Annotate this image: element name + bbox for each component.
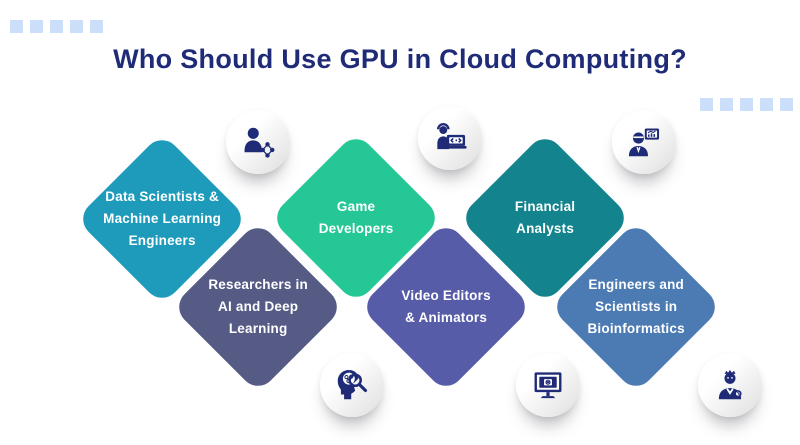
diamond-label: Video Editors & Animators: [401, 288, 491, 325]
deco-square: [780, 98, 793, 111]
deco-square: [90, 20, 103, 33]
deco-square: [70, 20, 83, 33]
diamond-label: Financial Analysts: [514, 199, 576, 236]
data-scientist-network-icon: [244, 127, 275, 158]
diamond-label: Data Scientists & Machine Learning Engin…: [103, 189, 221, 248]
diamond-label: Researchers in AI and Deep Learning: [208, 277, 308, 336]
icon-badge-game-developers: [418, 106, 482, 170]
deco-square: [760, 98, 773, 111]
diamond-label: Game Developers: [318, 199, 394, 236]
deco-squares-right: [700, 98, 793, 111]
deco-square: [720, 98, 733, 111]
icon-badge-video-editors: [516, 353, 580, 417]
icon-badge-bioinformatics: [698, 353, 762, 417]
ai-research-head-magnifier-icon: [337, 369, 368, 400]
deco-square: [700, 98, 713, 111]
page-title: Who Should Use GPU in Cloud Computing?: [113, 44, 687, 74]
financial-analyst-chart-icon: [628, 128, 660, 157]
video-editing-monitor-icon: [534, 372, 562, 399]
deco-squares-top-left: [10, 20, 103, 33]
deco-square: [30, 20, 43, 33]
deco-square: [740, 98, 753, 111]
deco-square: [10, 20, 23, 33]
icon-badge-data-scientists: [226, 110, 290, 174]
bioinformatics-scientist-icon: [718, 369, 742, 400]
game-developer-laptop-icon: [436, 123, 467, 150]
diamond-label: Engineers and Scientists in Bioinformati…: [587, 277, 685, 336]
icon-badge-financial-analysts: [612, 110, 676, 174]
icon-badge-ai-researchers: [320, 353, 384, 417]
deco-square: [50, 20, 63, 33]
